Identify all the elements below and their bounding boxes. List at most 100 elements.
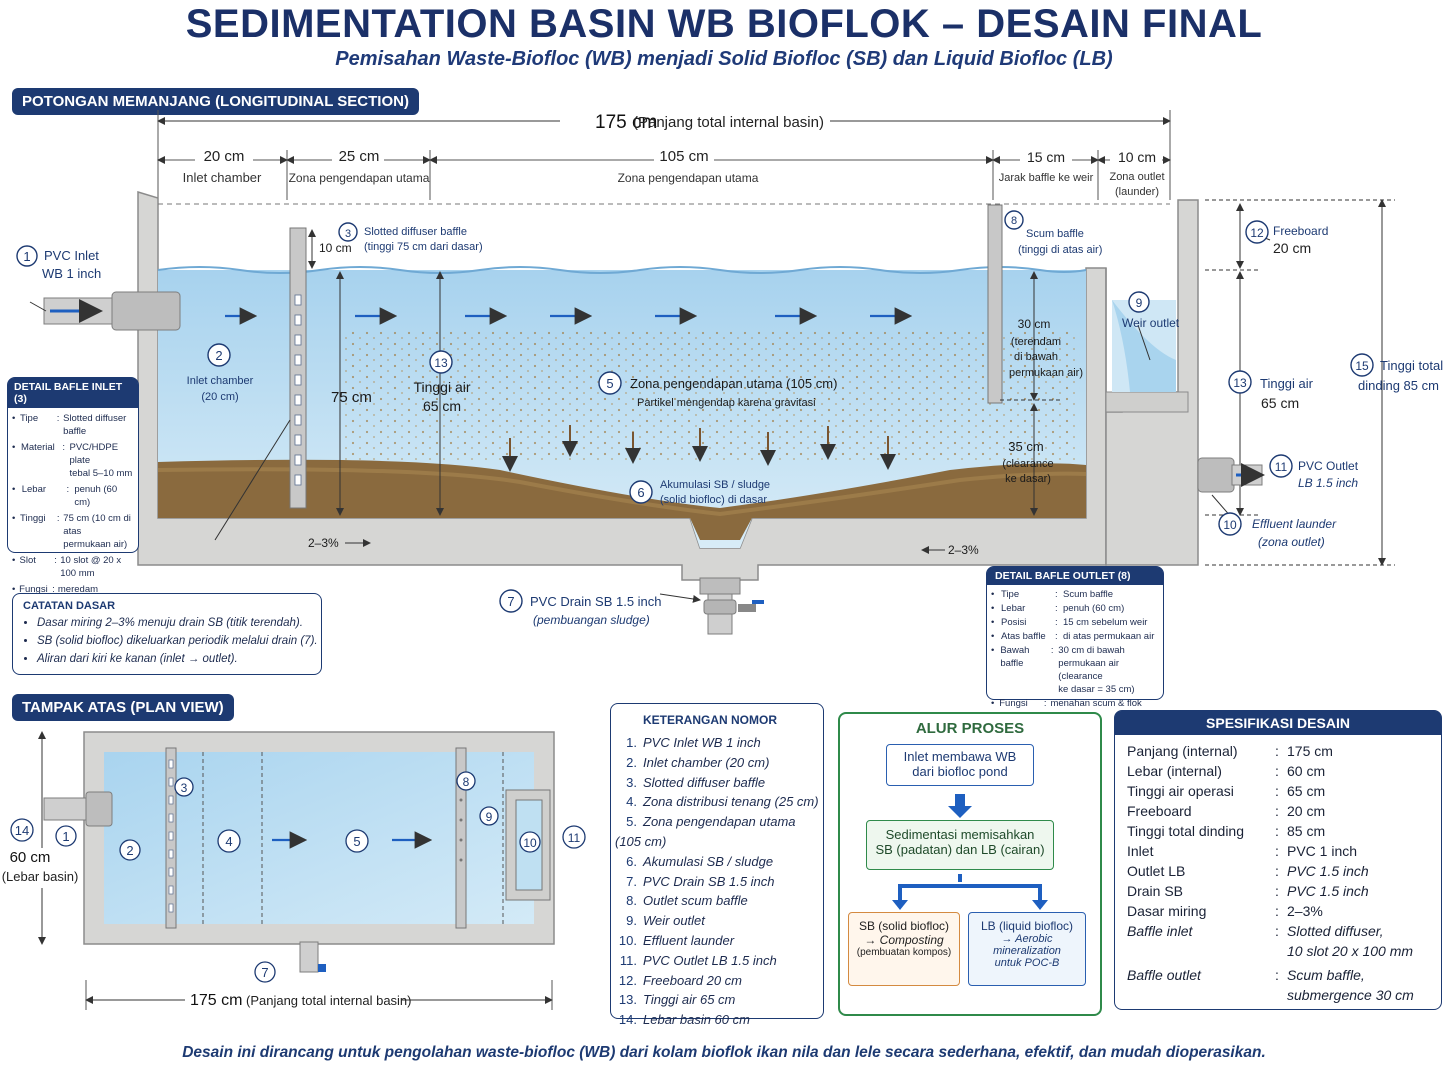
note-item: Dasar miring 2–3% menuju drain SB (titik… <box>37 614 321 632</box>
num-3: 3 <box>345 228 351 240</box>
spec-colon: : <box>1275 883 1279 899</box>
legend-item: 1.PVC Inlet WB 1 inch <box>611 733 823 753</box>
legend-text: Tinggi air 65 cm <box>643 992 736 1008</box>
detail-inlet-row: •Slot:10 slot @ 20 x 100 mm <box>12 554 134 580</box>
spec-values: PVC 1 inch <box>1287 841 1357 861</box>
legend-text: Slotted diffuser baffle <box>643 774 766 790</box>
freeboard-label-2: 20 cm <box>1273 240 1311 256</box>
spec-key: Tinggi total dinding <box>1127 823 1245 839</box>
detail-values: penuh (60 cm) <box>1063 602 1124 615</box>
spec-colon: : <box>1275 823 1279 839</box>
detail-outlet-row: •Tipe:Scum baffle <box>991 588 1159 601</box>
detail-outlet-row: •Posisi:15 cm sebelum weir <box>991 616 1159 629</box>
launder-label-1: Effluent launder <box>1252 517 1337 531</box>
total-height-label-2: dinding 85 cm <box>1358 378 1439 393</box>
plan-num-7: 7 <box>261 965 268 980</box>
detail-colon: : <box>1055 617 1058 628</box>
legend-text: PVC Inlet WB 1 inch <box>643 735 761 750</box>
bullet-dot: • <box>991 617 995 628</box>
legend-num: 2. <box>626 754 637 770</box>
legend-text: Outlet scum baffle <box>643 893 748 909</box>
submerge-3: di bawah <box>1014 351 1058 363</box>
detail-values: Slotted diffuser baffle <box>63 412 134 438</box>
legend-text: PVC Drain SB 1.5 inch <box>643 873 775 889</box>
plan-view-diagram: 14 1 2 3 4 5 8 9 10 11 7 60 cm (Lebar ba… <box>2 731 586 1010</box>
total-length-desc: (Panjang total internal basin) <box>633 114 824 131</box>
legend-item: 12.Freeboard 20 cm <box>611 971 823 991</box>
process-arrows <box>892 794 1048 910</box>
clearance-1: 35 cm <box>1008 439 1043 454</box>
outlet-label-2: LB 1.5 inch <box>1298 476 1358 490</box>
detail-inlet-row: •Lebar:penuh (60 cm) <box>12 483 134 509</box>
spec-values: 175 cm <box>1287 741 1333 761</box>
settling-arrows <box>502 425 896 472</box>
spec-key: Freeboard <box>1127 803 1192 819</box>
num-7: 7 <box>507 594 514 609</box>
zone-3-value: 105 cm <box>659 148 708 165</box>
drain-label-2: (pembuangan sludge) <box>533 613 650 627</box>
footer-note: Desain ini dirancang untuk pengolahan wa… <box>182 1044 1266 1061</box>
scum-baffle <box>987 204 1003 404</box>
spec-row: Tinggi air operasi:65 cm <box>1127 781 1441 801</box>
launder-label-2: (zona outlet) <box>1258 535 1325 549</box>
detail-outlet-row: •Lebar:penuh (60 cm) <box>991 602 1159 615</box>
spec-row: Dasar miring:2–3% <box>1127 901 1441 921</box>
longitudinal-section-diagram: 175 cm (Panjang total internal basin) 20… <box>16 110 1444 635</box>
inlet-chamber-label-1: Inlet chamber <box>187 375 254 387</box>
bullet-dot: • <box>991 698 995 709</box>
legend-text: Zona pengendapan utama (105 cm) <box>615 814 796 849</box>
zone-1-value: 20 cm <box>204 148 245 165</box>
legend-item: 7. PVC Drain SB 1.5 inch <box>611 872 823 892</box>
legend-num: 14. <box>618 1012 637 1028</box>
detail-key: Tinggi <box>20 513 46 524</box>
specs-title: SPESIFIKASI DESAIN <box>1115 711 1441 735</box>
detail-colon: : <box>1043 698 1047 709</box>
spec-row: Drain SB:PVC 1.5 inch <box>1127 881 1441 901</box>
water-left-label-2: 65 cm <box>423 398 461 414</box>
water-right-label-2: 65 cm <box>1261 395 1299 411</box>
legend-num: 11. <box>619 952 637 968</box>
clearance-2: (clearance <box>1002 458 1053 470</box>
detail-colon: : <box>56 513 60 524</box>
baffle3-label-2: (tinggi 75 cm dari dasar) <box>364 241 483 253</box>
num-13-right: 13 <box>1233 376 1247 390</box>
detail-outlet-rows: •Tipe:Scum baffle•Lebar:penuh (60 cm)•Po… <box>987 585 1163 723</box>
scum8-label-1: Scum baffle <box>1026 228 1084 240</box>
plan-width-desc: (Lebar basin) <box>2 869 79 884</box>
legend-num: 7. <box>626 873 637 889</box>
detail-value: permukaan air (clearance <box>1058 658 1120 682</box>
zone-4-value: 15 cm <box>1027 149 1065 165</box>
num-2: 2 <box>215 348 222 363</box>
plan-heading: TAMPAK ATAS (PLAN VIEW) <box>12 694 234 721</box>
spec-value: PVC 1.5 inch <box>1287 863 1369 879</box>
detail-value: Scum baffle <box>1063 589 1113 600</box>
spec-row: Freeboard:20 cm <box>1127 801 1441 821</box>
detail-inlet-box: DETAIL BAFLE INLET (3) •Tipe:Slotted dif… <box>7 377 139 647</box>
spec-values: 20 cm <box>1287 801 1325 821</box>
detail-colon: : <box>1055 589 1058 600</box>
spec-row: Lebar (internal):60 cm <box>1127 761 1441 781</box>
detail-colon: : <box>54 555 57 566</box>
spec-values: 60 cm <box>1287 761 1325 781</box>
section-heading: POTONGAN MEMANJANG (LONGITUDINAL SECTION… <box>12 88 419 115</box>
spec-value: 60 cm <box>1287 763 1326 779</box>
legend-num: 5. <box>626 814 637 830</box>
legend-item: 6.Akumulasi SB / sludge <box>611 852 823 872</box>
drain-label-1: PVC Drain SB 1.5 inch <box>530 594 662 609</box>
detail-colon: : <box>52 584 55 595</box>
note-item: Aliran dari kiri ke kanan (inlet → outle… <box>37 650 321 668</box>
detail-key: Material <box>20 442 55 453</box>
detail-colon: : <box>56 413 60 424</box>
legend-num: 13. <box>618 992 637 1008</box>
num-10: 10 <box>1223 518 1237 532</box>
spec-key: Outlet LB <box>1127 863 1186 879</box>
legend-num: 12. <box>618 972 637 988</box>
process-step-1: Inlet membawa WB dari biofloc pond <box>886 744 1034 786</box>
plan-num-8: 8 <box>463 775 470 789</box>
legend-item: 11.PVC Outlet LB 1.5 inch <box>611 951 823 971</box>
total-length-value: 175 cm <box>595 112 657 133</box>
spec-colon: : <box>1275 803 1279 819</box>
